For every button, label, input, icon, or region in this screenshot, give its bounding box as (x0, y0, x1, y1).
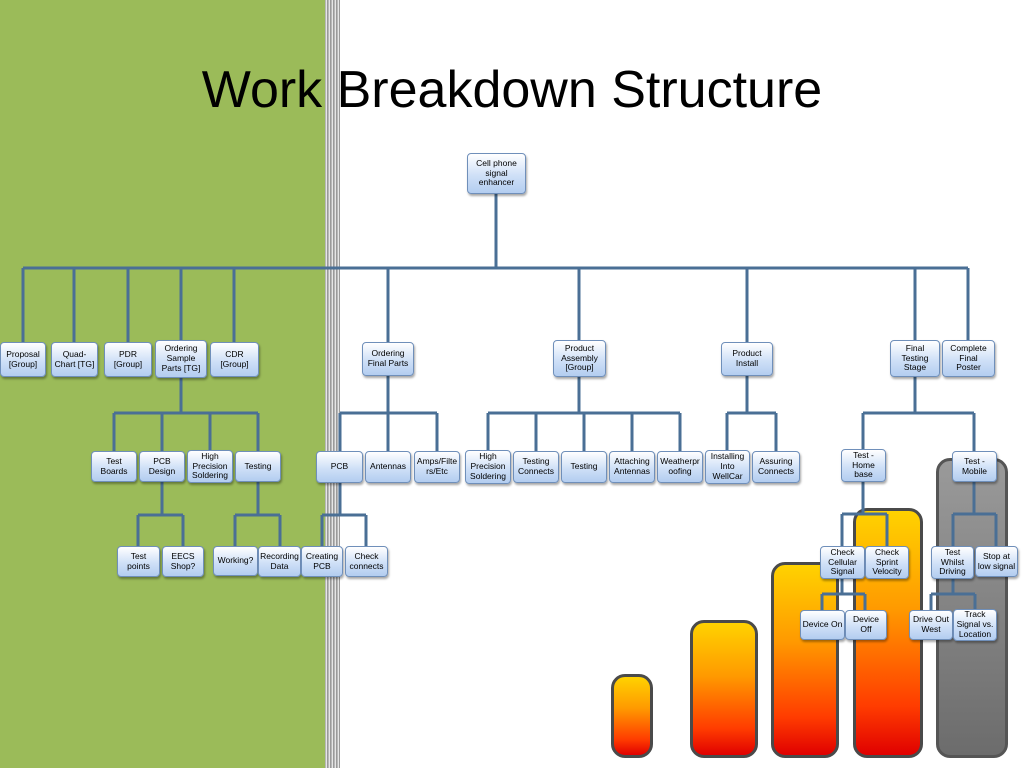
node-drive-out-west: Drive Out West (909, 610, 953, 640)
node-test-boards: Test Boards (91, 451, 137, 482)
node-check-sprint-velocity: Check Sprint Velocity (865, 546, 909, 579)
node-creating-pcb: Creating PCB (301, 546, 343, 577)
node-ordering-sample-parts: Ordering Sample Parts [TG] (155, 340, 207, 378)
node-high-precision-soldering-1: High Precision Soldering (187, 450, 233, 483)
node-pdr: PDR [Group] (104, 342, 152, 377)
node-assuring-connects: Assuring Connects (752, 451, 800, 483)
node-product-assembly: Product Assembly [Group] (553, 340, 606, 377)
node-device-on: Device On (800, 610, 845, 640)
node-attaching-antennas: Attaching Antennas (609, 451, 655, 483)
node-eecs-shop: EECS Shop? (162, 546, 204, 577)
node-weatherproofing: Weatherpr oofing (657, 451, 703, 483)
signal-bar-2 (690, 620, 758, 758)
node-check-cellular-signal: Check Cellular Signal (820, 546, 865, 579)
node-track-signal-vs-location: Track Signal vs. Location (953, 609, 997, 641)
node-device-off: Device Off (845, 610, 887, 640)
node-recording-data: Recording Data (258, 546, 301, 577)
node-product-install: Product Install (721, 342, 773, 376)
node-proposal: Proposal [Group] (0, 342, 46, 377)
node-cdr: CDR [Group] (210, 342, 259, 377)
node-test-home-base: Test - Home base (841, 449, 886, 482)
node-ordering-final-parts: Ordering Final Parts (362, 342, 414, 376)
node-quad-chart: Quad- Chart [TG] (51, 342, 98, 377)
signal-bar-5 (936, 458, 1008, 758)
node-antennas: Antennas (365, 451, 411, 483)
node-testing-connects: Testing Connects (513, 451, 559, 483)
node-complete-final-poster: Complete Final Poster (942, 340, 995, 377)
node-pcb-design: PCB Design (139, 451, 185, 482)
node-check-connects: Check connects (345, 546, 388, 577)
node-test-points: Test points (117, 546, 160, 577)
node-amps-filters: Amps/Filte rs/Etc (414, 451, 460, 483)
signal-bar-1 (611, 674, 653, 758)
node-test-whilst-driving: Test Whilst Driving (931, 546, 974, 579)
node-stop-at-low-signal: Stop at low signal (975, 546, 1018, 577)
node-testing-1: Testing (235, 451, 281, 482)
node-testing-2: Testing (561, 451, 607, 483)
node-working: Working? (213, 546, 258, 576)
green-side-panel (0, 0, 325, 768)
node-high-precision-soldering-2: High Precision Soldering (465, 450, 511, 484)
slide-title: Work Breakdown Structure (201, 61, 823, 119)
node-final-testing-stage: Final Testing Stage (890, 340, 940, 377)
node-cell-phone-signal-enhancer: Cell phone signal enhancer (467, 153, 526, 194)
node-installing-into-wellcar: Installing Into WellCar (705, 450, 750, 484)
node-pcb: PCB (316, 451, 363, 483)
node-test-mobile: Test - Mobile (952, 451, 997, 482)
